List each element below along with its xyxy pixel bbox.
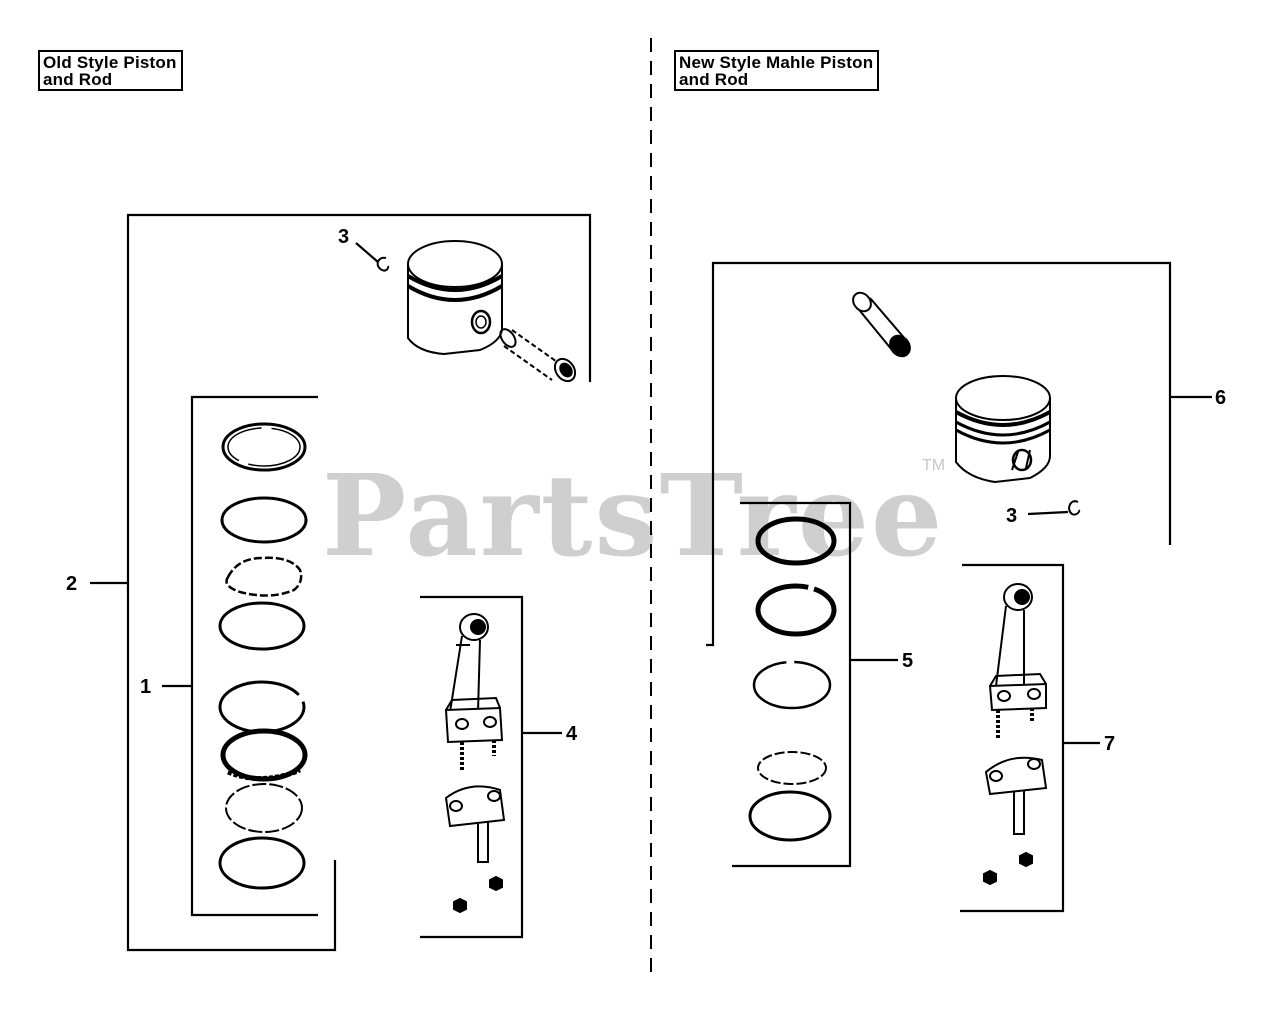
rail-ring-icon: [757, 751, 827, 785]
watermark-trademark: TM: [922, 457, 945, 474]
bracket-rings-5: [732, 501, 852, 868]
right-connecting-rod-icon: [983, 583, 1048, 886]
ring-icon: [225, 783, 303, 833]
ring-icon: [752, 660, 832, 710]
new-style-title-box: New Style Mahle Piston and Rod: [674, 50, 880, 91]
wrist-pin-icon: [499, 328, 577, 383]
new-piston-icon: [955, 375, 1051, 484]
old-style-title-line1: Old Style Piston: [43, 53, 177, 72]
ring-icon: [755, 516, 837, 566]
expander-ring-icon: [225, 556, 303, 597]
leader-3-right: [1027, 510, 1069, 516]
ring-icon: [218, 836, 306, 890]
old-style-title-box: Old Style Piston and Rod: [38, 50, 183, 91]
bracket-piston-6: [706, 261, 1172, 647]
callout-3-left: 3: [338, 226, 349, 248]
old-style-title-line2: and Rod: [43, 70, 113, 89]
bracket-rod-4: [420, 595, 524, 939]
old-piston-icon: [406, 240, 504, 356]
bracket-rod-7: [960, 563, 1065, 913]
ring-icon: [218, 680, 306, 734]
ring-icon: [220, 496, 308, 544]
callout-6: 6: [1215, 387, 1226, 409]
new-style-title-line2: and Rod: [679, 70, 749, 89]
retaining-clip-icon: [1068, 500, 1081, 516]
callout-2: 2: [66, 573, 77, 595]
ring-icon: [218, 601, 306, 651]
bracket-kit-2: [126, 213, 592, 952]
ring-icon: [221, 422, 307, 472]
callout-5: 5: [902, 650, 913, 672]
watermark-text: PartsTree: [322, 451, 944, 582]
callout-1: 1: [140, 676, 151, 698]
wrist-pin-icon: [852, 291, 911, 358]
bracket-rings-1: [190, 395, 318, 917]
retaining-clip-icon: [376, 256, 390, 272]
leader-3-left: [355, 242, 379, 263]
ring-icon: [748, 790, 832, 842]
ring-detail-icon: [227, 767, 301, 782]
new-style-title-line1: New Style Mahle Piston: [679, 53, 874, 72]
left-piston-rings: [218, 422, 308, 890]
callout-4: 4: [566, 723, 578, 745]
right-piston-rings: [748, 516, 837, 842]
ring-icon: [755, 583, 837, 637]
callout-3-right: 3: [1006, 505, 1017, 527]
ring-inner-icon: [227, 427, 301, 467]
callout-7: 7: [1104, 733, 1115, 755]
left-connecting-rod-icon: [444, 613, 506, 914]
